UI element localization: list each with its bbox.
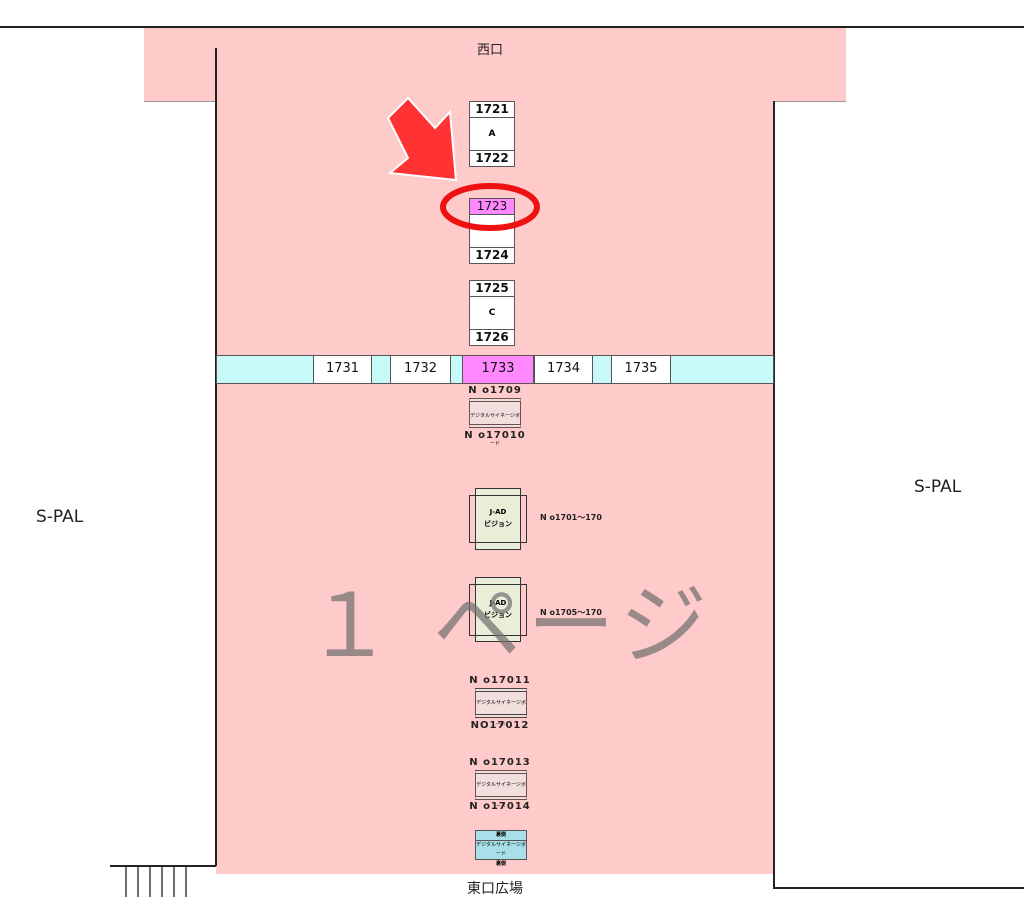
stand-number: 1721	[470, 102, 514, 118]
stand-label: A	[488, 129, 496, 139]
jad1-range: N o1701～170	[540, 513, 602, 522]
concourse	[216, 28, 774, 874]
jad2-range: N o1705～170	[540, 608, 602, 617]
sign-no17012: NO17012	[470, 720, 530, 731]
stand-number: 1725	[470, 281, 514, 297]
wall-right-bottom	[773, 887, 1024, 889]
board-label: デジタルサイネージボード	[476, 842, 526, 857]
stand-a[interactable]: 1721 A 1722	[469, 101, 515, 167]
stairs-icon	[125, 866, 187, 897]
digital-signage-board[interactable]: デジタルサイネージボード	[475, 688, 527, 728]
row-cell-1733[interactable]: 1733	[462, 355, 534, 384]
wall-left-bottom	[110, 865, 216, 867]
wall-left	[215, 48, 217, 866]
board-back-label: 裏側	[476, 859, 526, 869]
stand-number: 1722	[470, 150, 514, 166]
sign-no17010: N o17010	[464, 430, 526, 441]
board-label: デジタルサイネージボード	[470, 413, 520, 447]
stand-c[interactable]: 1725 C 1726	[469, 280, 515, 346]
board-label: デジタルサイネージボード	[476, 782, 526, 810]
stand-number: 1724	[470, 247, 514, 263]
sign-no17013: N o17013	[469, 757, 531, 768]
jad-label: J-AD	[489, 508, 507, 516]
stand-b[interactable]: 1723 1724	[469, 198, 515, 264]
west-exit-label: 西口	[476, 43, 503, 58]
jad-label: ビジョン	[484, 611, 512, 619]
row-cell-1732[interactable]: 1732	[390, 355, 451, 384]
digital-signage-board-blue[interactable]: 裏側 デジタルサイネージボード 裏側	[475, 830, 527, 867]
stand-label: C	[488, 308, 496, 318]
row-cell-1731[interactable]: 1731	[313, 355, 372, 384]
wall-right	[773, 101, 775, 888]
digital-signage-board[interactable]: デジタルサイネージボード	[469, 398, 521, 447]
stand-number: 1726	[470, 329, 514, 345]
sign-no17014: N o17014	[469, 801, 531, 812]
top-border	[0, 26, 1024, 28]
sign-no1709: N o1709	[468, 385, 522, 396]
wall-left-top	[144, 101, 216, 102]
page-watermark: １ ページ	[305, 574, 714, 677]
jad-vision-1-frame: J-AD ビジョン	[469, 495, 527, 543]
sign-no17011: N o17011	[469, 675, 531, 686]
jad-label: J-AD	[489, 599, 507, 607]
wall-right-top	[774, 101, 846, 102]
stand-number-highlighted: 1723	[470, 199, 514, 215]
board-back-label: 裏側	[476, 831, 526, 841]
row-cell-1734[interactable]: 1734	[534, 355, 593, 384]
east-plaza-label: 東口広場	[467, 881, 523, 897]
highlight-circle-icon	[440, 183, 540, 231]
pointer-arrow-icon	[386, 96, 458, 182]
jad-label: ビジョン	[484, 520, 512, 528]
jad-vision-2-frame: J-AD ビジョン	[469, 584, 527, 636]
row-cell-1735[interactable]: 1735	[611, 355, 671, 384]
jad-vision-2[interactable]	[475, 577, 521, 642]
board-label: デジタルサイネージボード	[476, 700, 526, 728]
right-building-label: S-PAL	[914, 477, 962, 497]
jad-vision-1[interactable]	[475, 488, 521, 550]
digital-signage-board[interactable]: デジタルサイネージボード	[475, 770, 527, 810]
left-building-label: S-PAL	[36, 507, 84, 527]
